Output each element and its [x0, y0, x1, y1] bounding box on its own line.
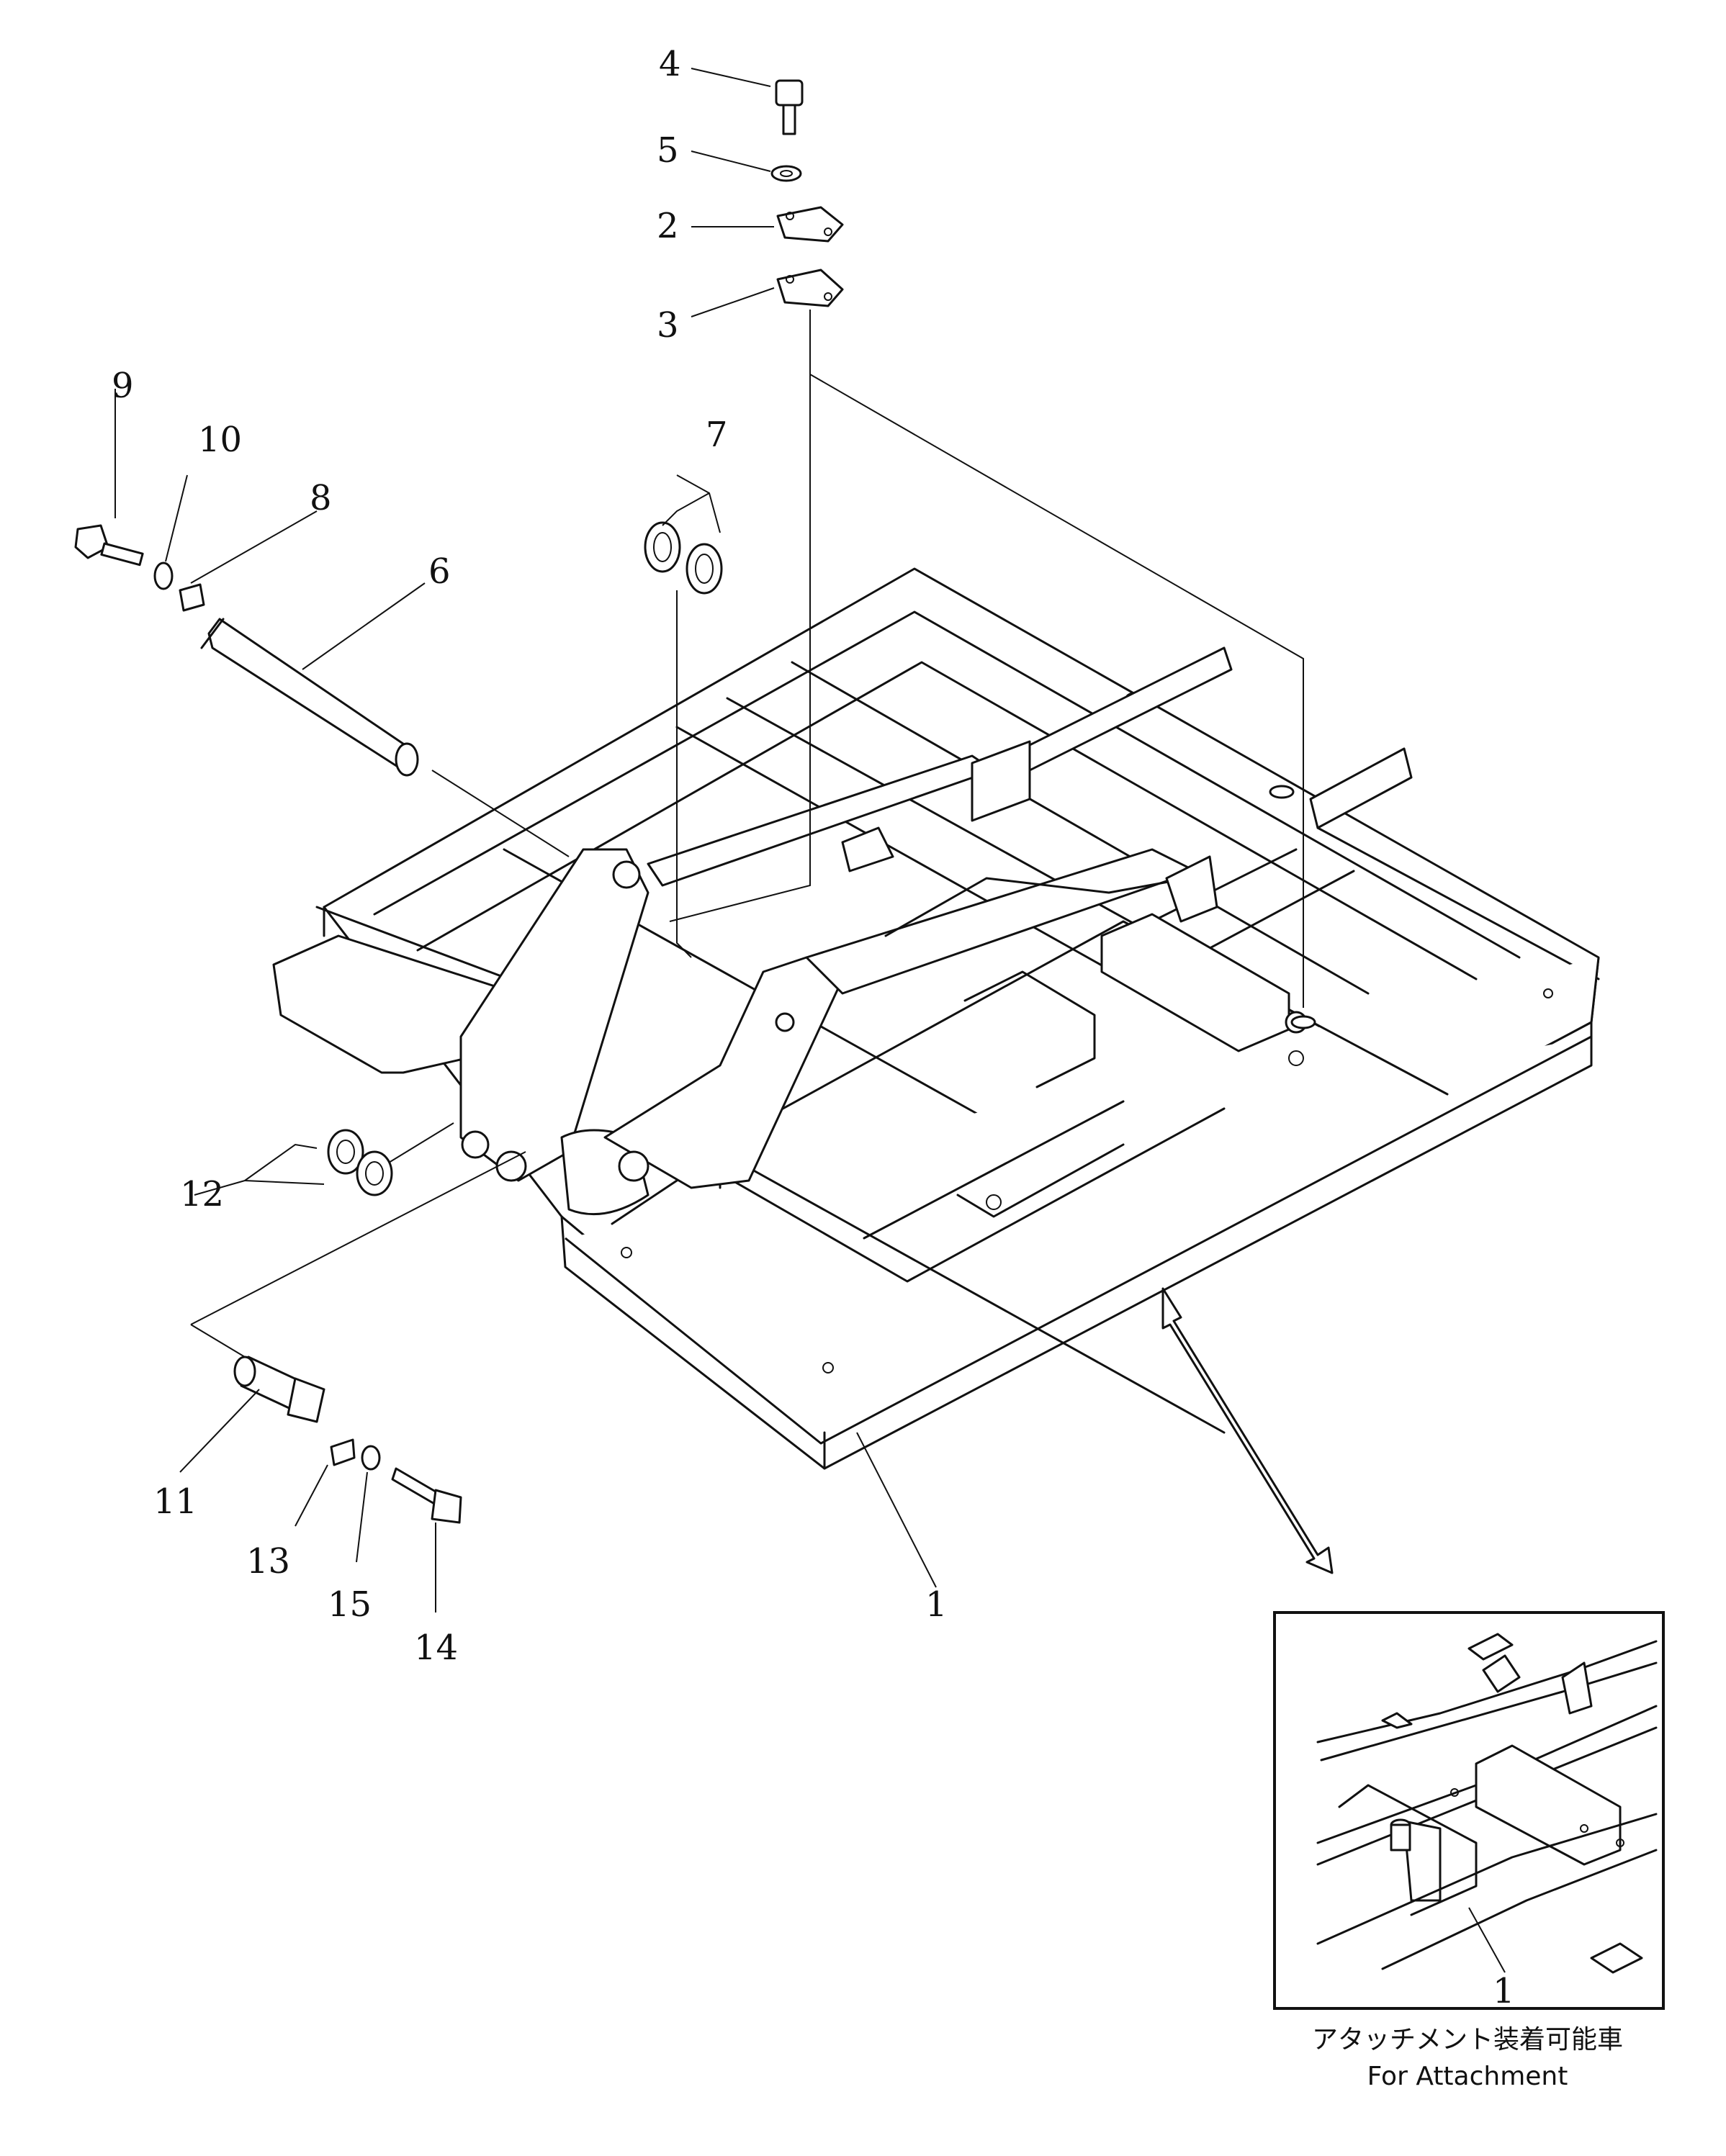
shim-part-12 — [327, 1129, 393, 1196]
pin-part-6 — [200, 618, 419, 777]
callout-13: 13 — [246, 1541, 290, 1582]
inset-caption-jp: アタッチメント装着可能車 — [1312, 2025, 1623, 2054]
double-arrow — [1161, 1287, 1334, 1574]
frame-assembly — [272, 567, 1600, 1470]
callout-2: 2 — [657, 206, 679, 246]
bolt-part-14 — [391, 1467, 462, 1524]
callout-7: 7 — [706, 415, 728, 455]
callout-3: 3 — [657, 305, 679, 346]
callout-10: 10 — [198, 420, 242, 460]
shim-part-7 — [644, 521, 723, 595]
bolt-part-9 — [74, 524, 144, 567]
callout-14: 14 — [414, 1628, 458, 1668]
callout-5: 5 — [657, 130, 679, 171]
leader-lines — [114, 68, 1304, 1613]
washer-part-5 — [770, 165, 802, 182]
inset-detail — [1273, 1611, 1665, 2010]
callout-15: 15 — [328, 1584, 372, 1625]
callout-11: 11 — [153, 1481, 197, 1522]
lock-plate-part-13 — [330, 1438, 356, 1466]
callout-4: 4 — [659, 44, 681, 84]
callout-1: 1 — [925, 1584, 948, 1625]
pin-part-11 — [233, 1356, 325, 1423]
cover-plate-part-2 — [776, 206, 844, 243]
bracket-assembly — [459, 646, 1233, 1216]
inset-callout-1: 1 — [1493, 1971, 1515, 2011]
washer-part-10 — [153, 561, 174, 590]
callout-12: 12 — [180, 1174, 224, 1214]
lock-plate-part-8 — [179, 583, 205, 612]
bolt-part-4 — [775, 79, 804, 135]
callout-8: 8 — [310, 478, 332, 518]
inset-caption-en: For Attachment — [1367, 2062, 1568, 2091]
callout-9: 9 — [112, 366, 134, 406]
gasket-part-3 — [776, 269, 844, 307]
callout-6: 6 — [428, 551, 451, 592]
washer-part-15 — [361, 1445, 381, 1471]
